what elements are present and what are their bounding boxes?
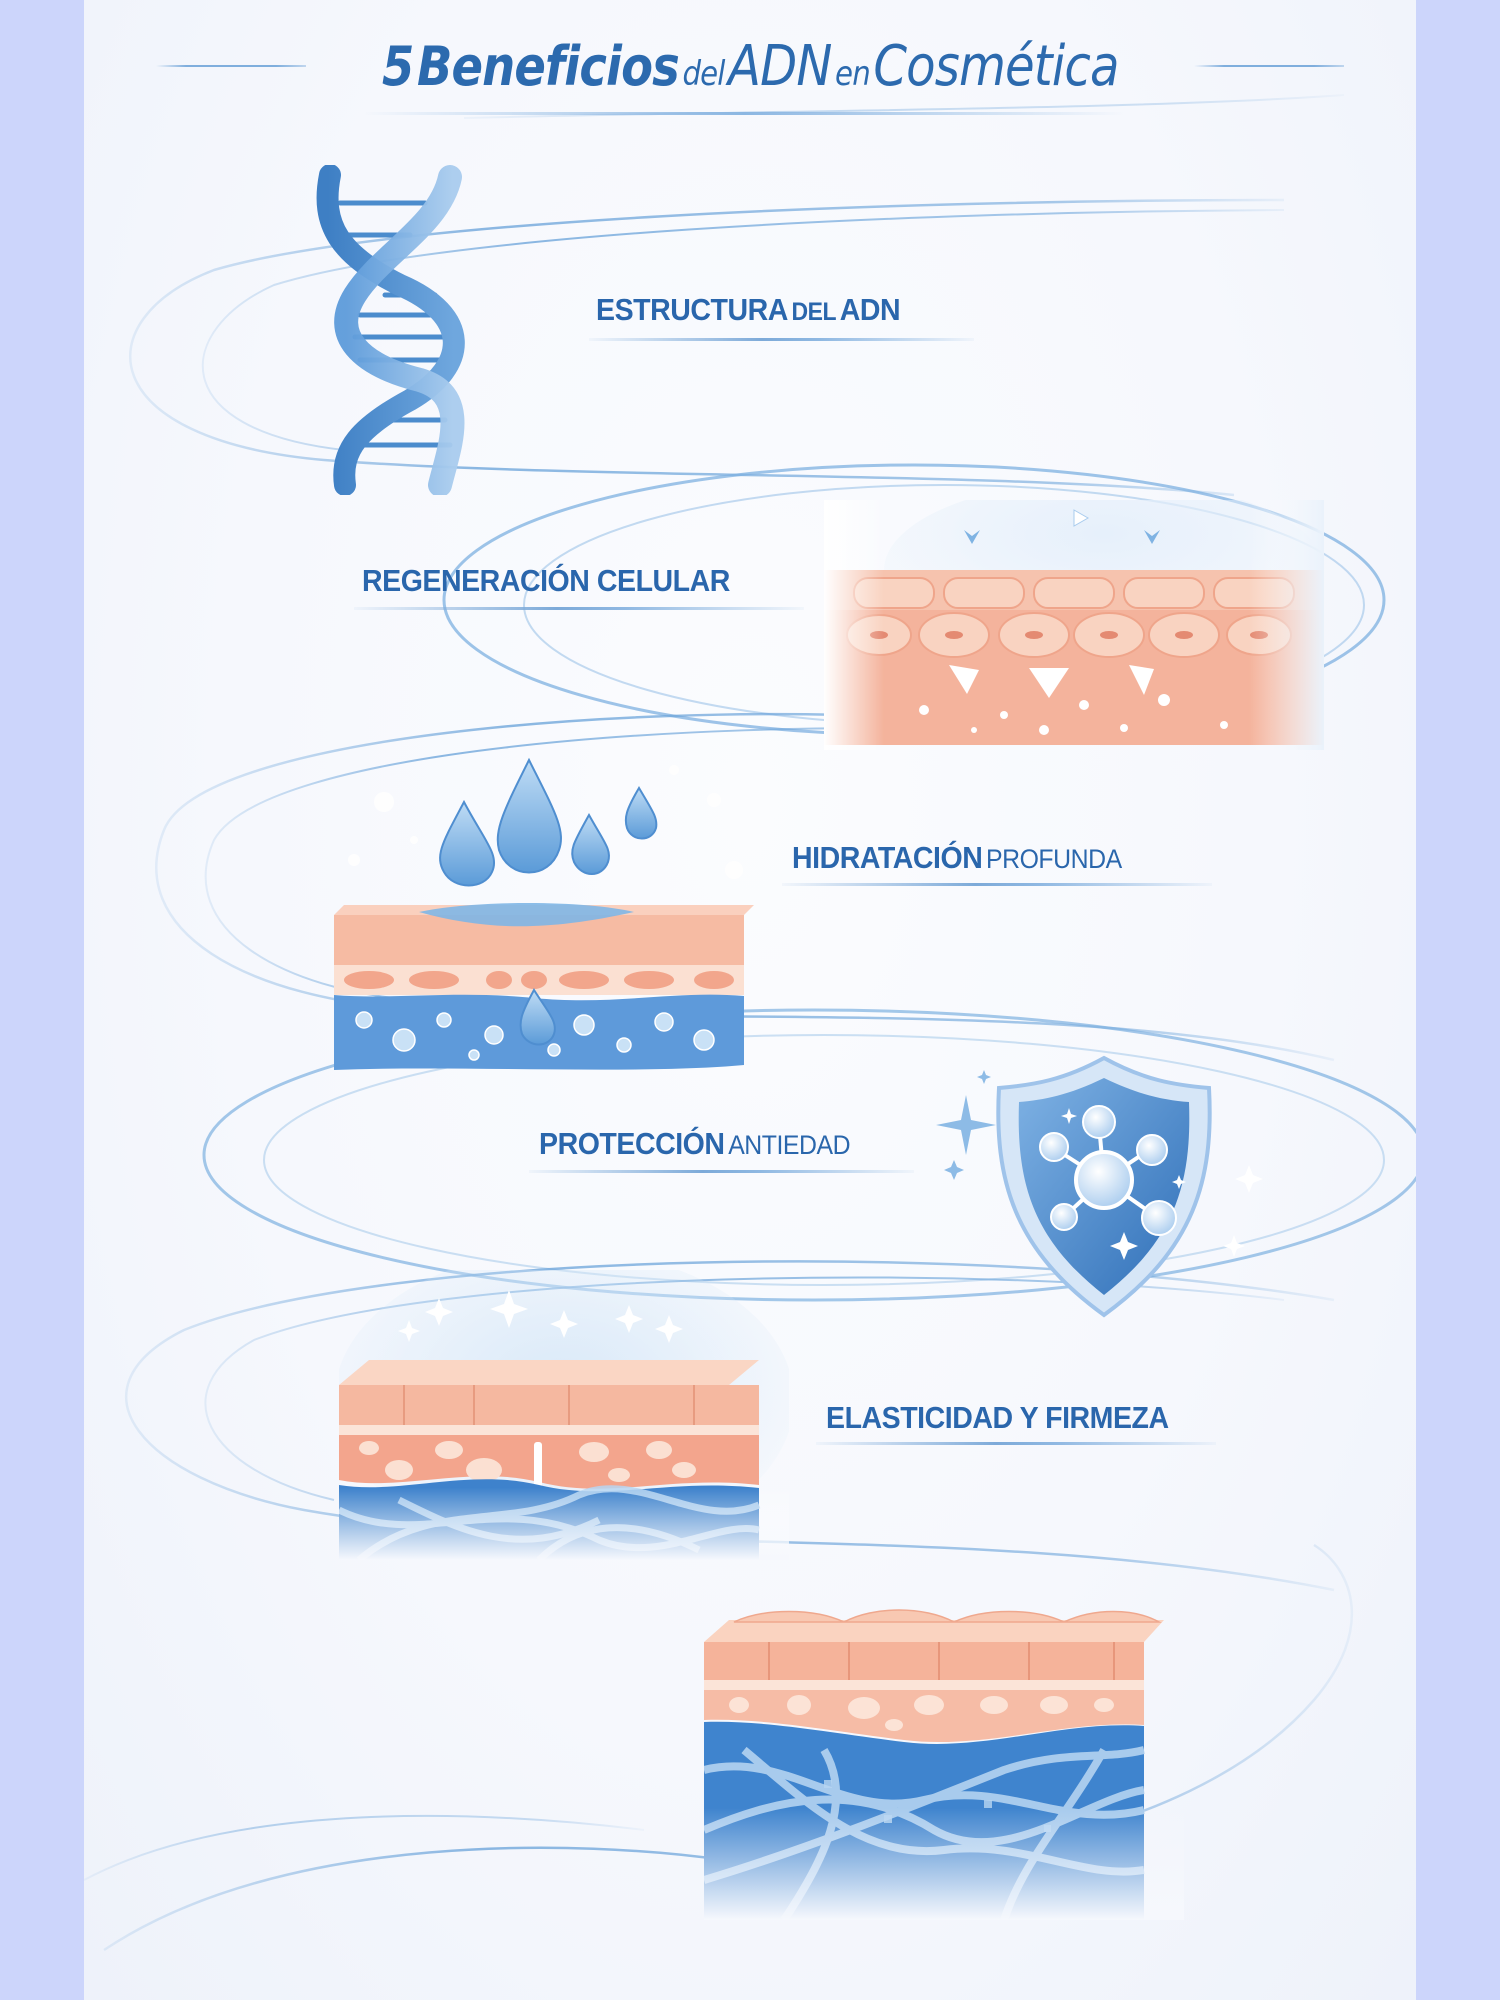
dna-helix-icon [316, 165, 465, 495]
title-word-adn: ADN [727, 33, 832, 99]
title-word-cosmetica: Cosmética [873, 33, 1119, 99]
title-divider-right [1194, 65, 1345, 67]
title-word-en: en [834, 53, 871, 94]
cell-regeneration-skin-icon [824, 500, 1324, 750]
page-title: 5 Beneficios del ADN en Cosmética [381, 33, 1120, 99]
title-divider-left [155, 65, 306, 67]
benefit-underline-2 [354, 607, 804, 610]
benefit-label-estructura: ESTRUCTURA DEL ADN [596, 292, 901, 327]
benefit-label-regeneracion: REGENERACIÓN CELULAR [362, 563, 730, 598]
water-drops-skin-icon [334, 757, 754, 1070]
title-row: 5 Beneficios del ADN en Cosmética [84, 26, 1416, 106]
title-word-del: del [682, 53, 725, 94]
shield-molecule-icon [936, 1055, 1263, 1318]
benefit-label-hidratacion: HIDRATACIÓN PROFUNDA [792, 840, 1122, 875]
title-number: 5 [381, 34, 414, 98]
benefit-underline-5 [816, 1442, 1216, 1445]
benefit-underline-1 [589, 338, 974, 341]
benefit-underline-3 [782, 883, 1212, 886]
benefit-label-proteccion: PROTECCIÓN ANTIEDAD [539, 1126, 851, 1161]
infographic-poster: 5 Beneficios del ADN en Cosmética ES [84, 0, 1416, 2000]
firm-skin-collagen-icon [704, 1600, 1184, 1920]
benefit-underline-4 [529, 1170, 914, 1173]
title-word-beneficios: Beneficios [416, 34, 680, 98]
collagen-skin-layers-icon [339, 1270, 789, 1560]
title-underline [364, 112, 1124, 115]
benefit-label-elasticidad: ELASTICIDAD Y FIRMEZA [826, 1400, 1169, 1435]
